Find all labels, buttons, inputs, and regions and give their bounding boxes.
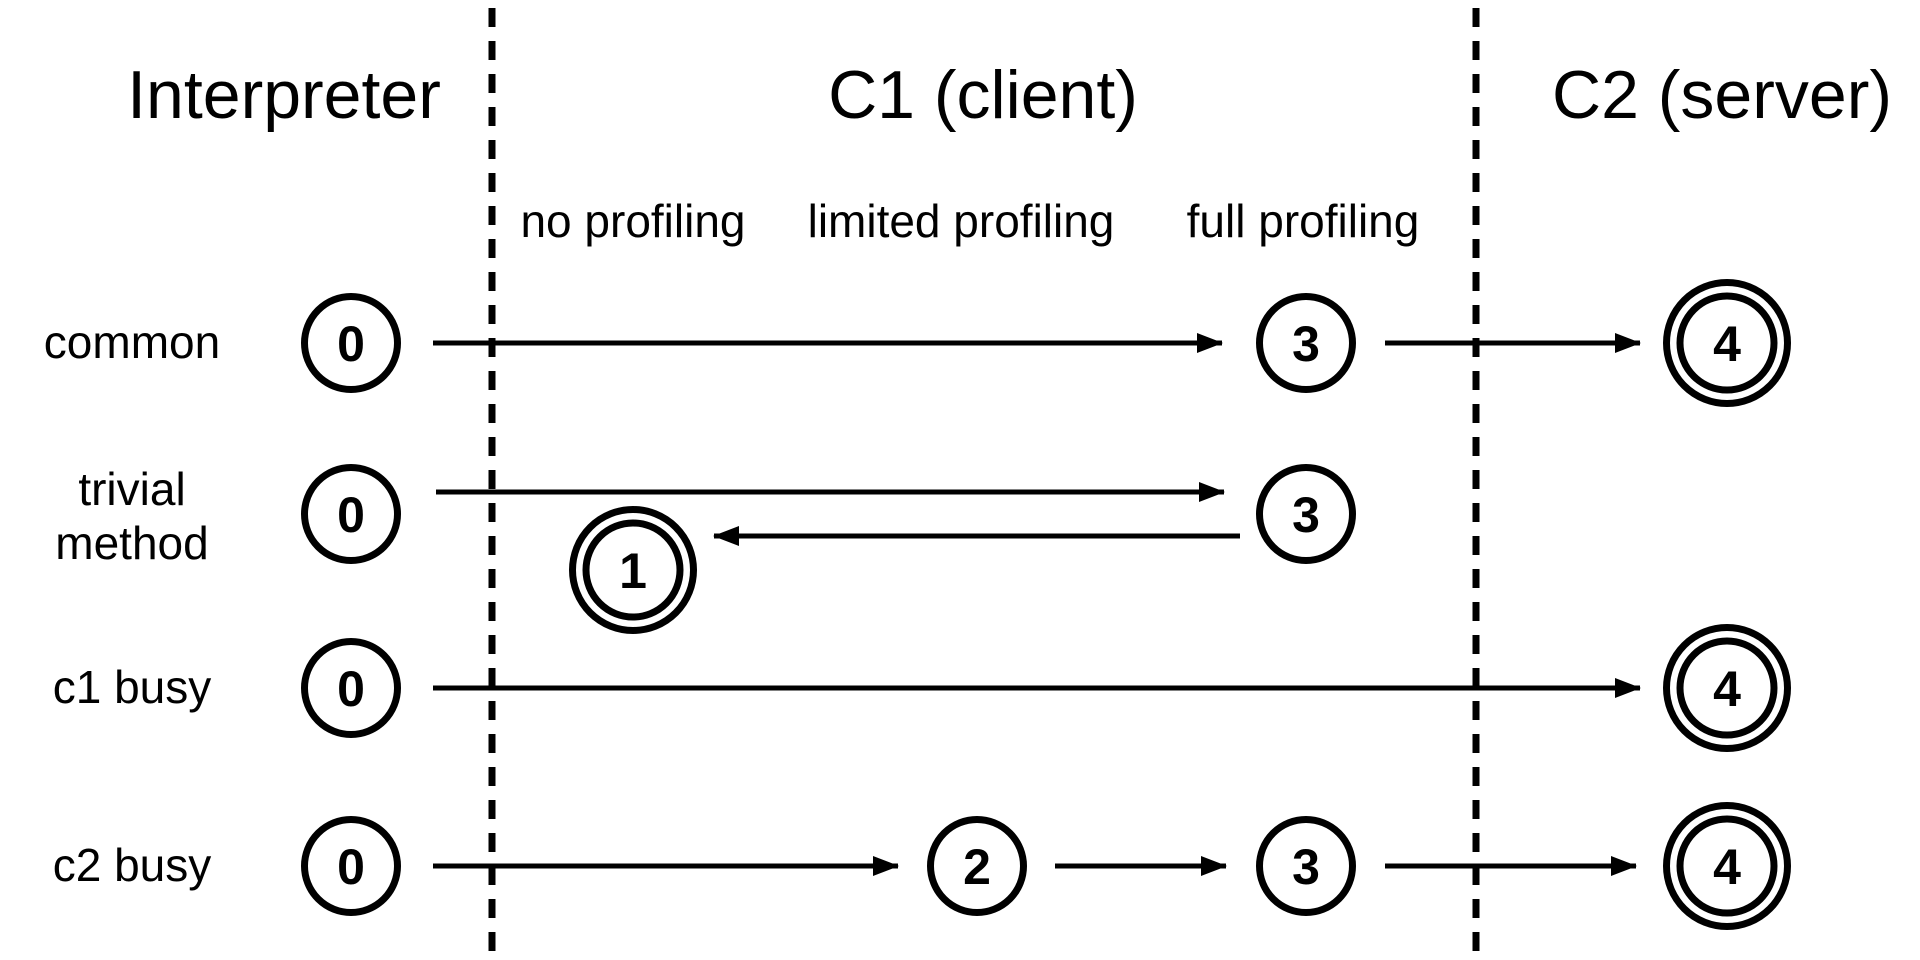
column-title-c2-server: C2 (server) — [1552, 57, 1892, 133]
state-node-value: 3 — [1292, 316, 1320, 372]
state-node-value: 1 — [619, 543, 647, 599]
state-circle — [1256, 464, 1356, 564]
state-node-value: 0 — [337, 661, 365, 717]
state-circle — [301, 638, 401, 738]
state-node-value: 0 — [337, 487, 365, 543]
state-node-value: 0 — [337, 839, 365, 895]
row-label-common: common — [44, 316, 220, 368]
state-node-level0: 0 — [301, 816, 401, 916]
state-node-level0: 0 — [301, 464, 401, 564]
state-circle — [301, 816, 401, 916]
phase-label-limited-profiling: limited profiling — [808, 195, 1115, 247]
state-node-level0: 0 — [301, 638, 401, 738]
state-node-value: 2 — [963, 839, 991, 895]
row-common: common 0 3 4 — [44, 279, 1791, 407]
row-label-c1-busy: c1 busy — [53, 661, 212, 713]
state-circle — [582, 519, 684, 621]
column-title-c1-client: C1 (client) — [828, 57, 1138, 133]
state-circle — [1256, 816, 1356, 916]
phase-label-no-profiling: no profiling — [520, 195, 745, 247]
state-circle — [1676, 637, 1778, 739]
state-circle — [927, 816, 1027, 916]
state-node-value: 0 — [337, 316, 365, 372]
row-c2-busy: c2 busy 0 2 3 4 — [53, 802, 1791, 930]
state-node-level3: 3 — [1256, 464, 1356, 564]
state-node-level4-final: 4 — [1663, 279, 1791, 407]
state-node-value: 4 — [1713, 661, 1741, 717]
state-node-value: 3 — [1292, 487, 1320, 543]
state-node-level4-final: 4 — [1663, 624, 1791, 752]
state-node-level2: 2 — [927, 816, 1027, 916]
state-circle — [301, 293, 401, 393]
state-node-level3: 3 — [1256, 293, 1356, 393]
state-node-value: 4 — [1713, 316, 1741, 372]
row-trivial-method: trivial method 0 3 1 — [55, 463, 1356, 634]
row-label-trivial-line2: method — [55, 517, 208, 569]
state-node-value: 4 — [1713, 839, 1741, 895]
row-c1-busy: c1 busy 0 4 — [53, 624, 1791, 752]
state-circle — [1676, 292, 1778, 394]
state-circle — [1256, 293, 1356, 393]
state-circle — [1676, 815, 1778, 917]
state-circle — [301, 464, 401, 564]
phase-label-full-profiling: full profiling — [1187, 195, 1420, 247]
row-label-c2-busy: c2 busy — [53, 839, 212, 891]
column-title-interpreter: Interpreter — [127, 57, 441, 133]
state-node-level4-final: 4 — [1663, 802, 1791, 930]
state-node-level0: 0 — [301, 293, 401, 393]
c1-phase-labels: no profiling limited profiling full prof… — [520, 195, 1419, 247]
state-node-level3: 3 — [1256, 816, 1356, 916]
state-node-value: 3 — [1292, 839, 1320, 895]
state-node-level1-final: 1 — [569, 506, 697, 634]
column-headers: Interpreter C1 (client) C2 (server) — [127, 57, 1892, 133]
row-label-trivial-line1: trivial — [78, 463, 185, 515]
